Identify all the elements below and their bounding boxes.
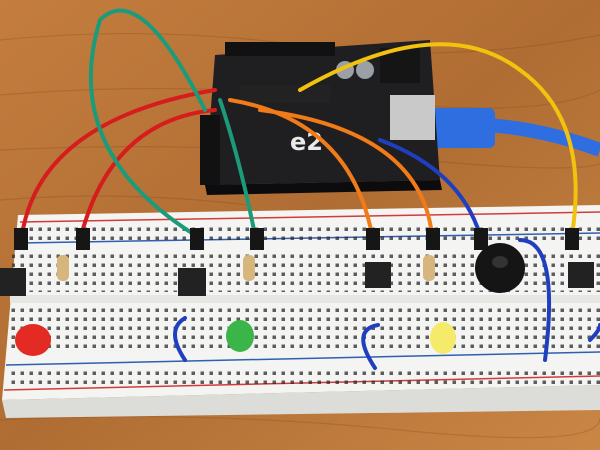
holes-bottom-rail [6, 366, 600, 384]
board-logo-text: e2 [290, 128, 323, 156]
center-channel [10, 295, 600, 303]
wire-plugs [14, 228, 579, 250]
button-3 [365, 262, 391, 288]
buzzer-hole [492, 256, 508, 268]
wire-orange-1 [228, 98, 374, 237]
wire-teal-1 [88, 8, 207, 237]
holes-top-rail [20, 225, 600, 241]
leds [15, 320, 456, 356]
button-4 [568, 262, 594, 288]
usb-plug [430, 108, 495, 148]
push-buttons [0, 262, 594, 296]
resistors [57, 255, 435, 281]
wire-teal-2 [218, 98, 257, 237]
arduino-board: e2 [200, 40, 442, 195]
wire-yellow [298, 42, 578, 237]
wire-orange-2 [258, 108, 434, 237]
jumper-blue-1 [173, 316, 187, 362]
resistor-2 [243, 255, 255, 281]
top-header [225, 42, 335, 56]
resistor-3 [423, 255, 435, 281]
wire-blue-2 [518, 238, 552, 362]
jumper-blue-2 [361, 323, 380, 370]
capacitor-2 [356, 61, 374, 79]
led-red [15, 324, 51, 356]
wires [20, 8, 600, 370]
holes-lower [8, 306, 600, 348]
led-green [226, 320, 254, 352]
left-header [200, 115, 220, 185]
resistor-1 [57, 255, 69, 281]
wire-red-1 [20, 88, 217, 237]
rail-red-top [19, 211, 600, 223]
button-2 [178, 268, 206, 296]
breadboard [2, 205, 600, 418]
wire-red-2 [78, 108, 217, 242]
led-yellow [430, 322, 456, 354]
chip [240, 85, 330, 103]
wire-blue-1 [378, 138, 482, 237]
usb-port [390, 95, 435, 140]
button-1 [0, 268, 26, 296]
rail-blue-bottom [5, 351, 600, 366]
breadboard-edge [2, 385, 600, 418]
